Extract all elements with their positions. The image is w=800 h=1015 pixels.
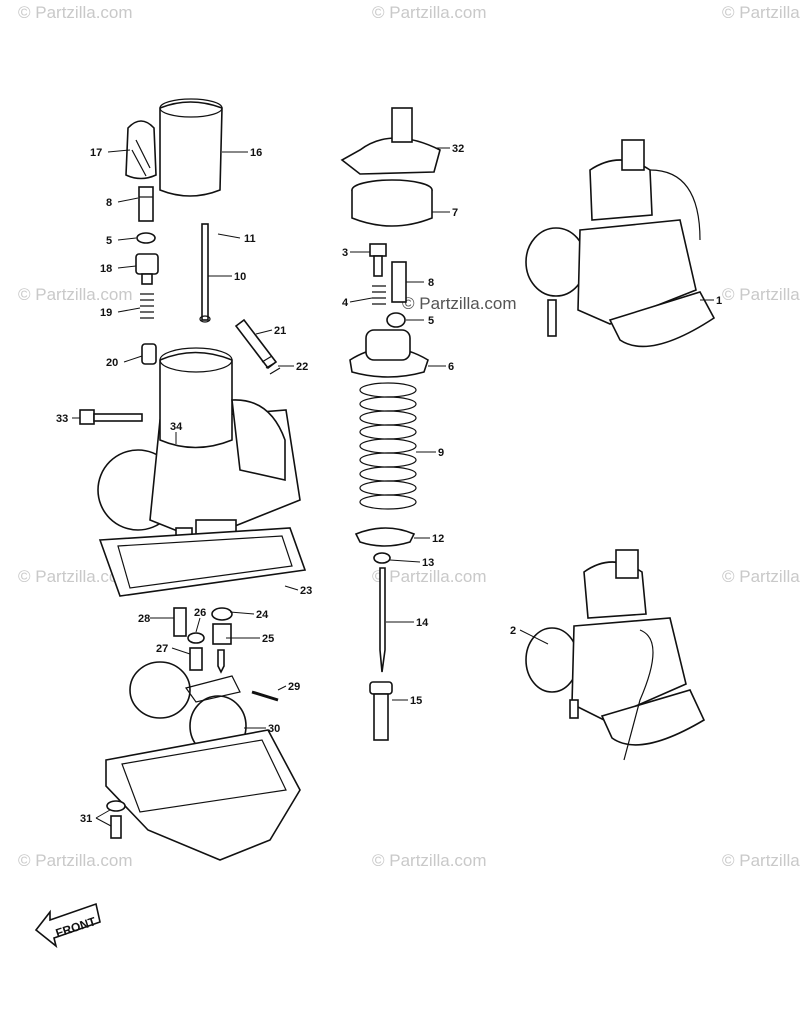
front-direction-arrow: FRONT	[34, 902, 101, 949]
callout-20: 20	[106, 357, 118, 369]
watermark: © Partzilla.com	[372, 3, 487, 22]
part-8-adjuster	[138, 186, 154, 222]
watermark-center: © Partzilla.com	[402, 294, 517, 313]
callout-11: 11	[244, 233, 256, 245]
callout-26: 26	[194, 607, 206, 619]
leader-lines	[72, 147, 714, 827]
part-26-washer	[187, 632, 205, 644]
callout-15: 15	[410, 695, 422, 707]
part-9-spring	[359, 382, 417, 510]
watermark: © Partzilla.com	[18, 851, 133, 870]
callout-2: 2	[510, 625, 516, 637]
watermark: © Partzilla.com	[18, 3, 133, 22]
part-24-plug	[212, 623, 232, 645]
part-16-sleeve	[159, 98, 223, 197]
callout-10: 10	[234, 271, 246, 283]
callout-33: 33	[56, 413, 68, 425]
part-5-nut-center	[386, 312, 406, 328]
part-7-ring-nut	[351, 179, 433, 227]
callout-18: 18	[100, 263, 112, 275]
callout-16: 16	[250, 147, 262, 159]
part-5-nut	[136, 232, 156, 244]
callout-14: 14	[416, 617, 429, 629]
callout-25: 25	[262, 633, 274, 645]
part-23-gasket	[98, 527, 307, 597]
callout-12: 12	[432, 533, 444, 545]
callout-21: 21	[274, 325, 286, 337]
callout-1: 1	[716, 295, 722, 307]
callout-8: 8	[106, 197, 112, 209]
part-28-jet	[173, 607, 187, 637]
callout-31: 31	[80, 813, 92, 825]
part-29-pin	[251, 690, 279, 702]
part-17-boot	[125, 120, 157, 180]
callout-23: 23	[300, 585, 312, 597]
callout-34: 34	[170, 421, 183, 433]
part-3-screw	[369, 243, 387, 277]
callout-27: 27	[156, 643, 168, 655]
callout-17: 17	[90, 147, 102, 159]
part-4-spring	[372, 285, 386, 305]
part-13-clip	[373, 552, 391, 564]
part-33-bolt	[79, 409, 143, 425]
part-1-carburetor-assembly	[525, 139, 716, 348]
callout-22: 22	[296, 361, 308, 373]
part-32-cap	[340, 107, 441, 175]
part-20-cap	[141, 343, 157, 365]
watermark: © Partzilla.com	[722, 3, 800, 22]
part-25-needle-valve	[217, 649, 225, 674]
watermark: © Partzilla.com	[372, 851, 487, 870]
callout-5: 5	[106, 235, 112, 247]
callout-19: 19	[100, 307, 112, 319]
watermark: © Partzilla.com	[18, 285, 133, 304]
watermark: © Partzilla.com	[722, 851, 800, 870]
watermark-group: © Partzilla.com © Partzilla.com © Partzi…	[18, 3, 800, 870]
part-10-screw	[199, 223, 211, 323]
part-24-washer	[211, 607, 233, 621]
part-18-holder	[135, 253, 159, 285]
part-12-plate	[354, 527, 416, 547]
callout-28: 28	[138, 613, 150, 625]
part-19-spring	[140, 293, 154, 319]
callout-24: 24	[256, 609, 269, 621]
watermark: © Partzilla.com	[372, 567, 487, 586]
callout-labels: 17 16 8 5 11 18 10 19 21 20 22 33 34 23 …	[56, 143, 722, 825]
callout-6: 6	[448, 361, 454, 373]
watermark: © Partzilla.com	[18, 567, 133, 586]
part-8-adjuster-center	[391, 261, 407, 303]
watermark: © Partzilla.com	[722, 285, 800, 304]
part-float-bowl	[105, 729, 301, 861]
part-14-jet-needle	[379, 567, 386, 673]
part-21-22-screw-spring	[234, 318, 281, 375]
callout-7: 7	[452, 207, 458, 219]
part-15-needle-jet	[369, 681, 393, 741]
part-2-carburetor-assembly	[525, 549, 706, 761]
part-6-cap	[349, 329, 429, 378]
part-31-screws	[106, 800, 126, 839]
callout-3: 3	[342, 247, 348, 259]
callout-32: 32	[452, 143, 464, 155]
watermark: © Partzilla.com	[722, 567, 800, 586]
callout-4: 4	[342, 297, 349, 309]
callout-29: 29	[288, 681, 300, 693]
callout-30: 30	[268, 723, 280, 735]
callout-13: 13	[422, 557, 434, 569]
part-34-carburetor-body	[97, 347, 301, 561]
callout-5-center: 5	[428, 315, 434, 327]
part-27-jet	[189, 647, 203, 671]
callout-9: 9	[438, 447, 444, 459]
callout-8-center: 8	[428, 277, 434, 289]
